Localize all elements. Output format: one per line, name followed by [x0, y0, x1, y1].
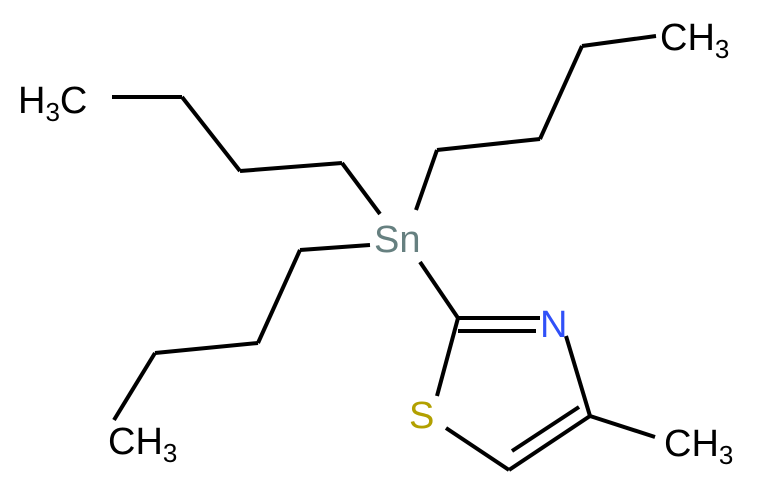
bond [436, 137, 541, 152]
bond [414, 149, 439, 211]
bond [418, 260, 460, 320]
nitrogen-atom-label: N [540, 304, 567, 346]
methyl-prefix: H [18, 80, 45, 122]
bond [444, 426, 511, 472]
methyl-subscript: 3 [45, 97, 59, 127]
bond [256, 249, 302, 344]
bonds [112, 34, 657, 472]
methyl-subscript: 3 [715, 34, 729, 64]
bond [154, 341, 259, 355]
methyl-label-bottom-left: CH3 [108, 421, 177, 468]
bond [589, 414, 656, 439]
bond [581, 34, 657, 48]
bond [538, 45, 584, 140]
methyl-label-top-right: CH3 [660, 17, 729, 64]
methyl-main: CH [664, 423, 719, 465]
bond [180, 95, 242, 173]
methyl-label-ring: CH3 [664, 423, 733, 470]
bond [507, 414, 592, 472]
methyl-label-top-left: H3C [18, 80, 87, 127]
bond [112, 351, 157, 422]
methyl-main: CH [108, 421, 163, 463]
bond [510, 405, 581, 453]
methyl-subscript: 3 [719, 440, 733, 470]
bond [340, 161, 382, 216]
bond [564, 335, 592, 417]
methyl-subscript: 3 [163, 438, 177, 468]
methyl-main: CH [660, 17, 715, 59]
tin-atom-label: Sn [374, 219, 420, 261]
bond [435, 317, 460, 397]
methyl-main: C [60, 80, 87, 122]
bond [299, 243, 371, 252]
bond [239, 161, 343, 173]
sulfur-atom-label: S [409, 395, 434, 437]
